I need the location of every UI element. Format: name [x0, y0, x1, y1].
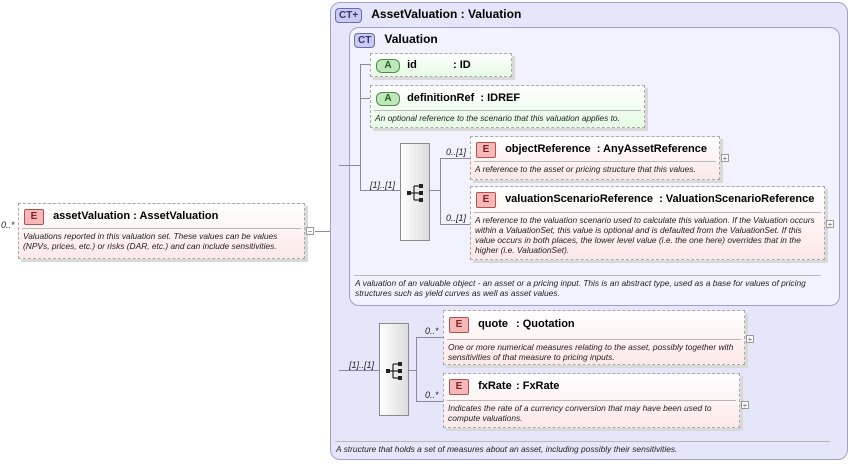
connector [440, 158, 470, 159]
element-cardinality: 0..[1] [446, 213, 467, 223]
element-badge: E [449, 379, 469, 395]
element-cardinality: 0..* [425, 390, 439, 400]
divider [22, 228, 301, 229]
complex-type-doc: A structure that holds a set of measures… [336, 444, 678, 454]
divider [474, 212, 821, 213]
element-objectReference[interactable]: E objectReference : AnyAssetReference A … [470, 136, 720, 180]
connector [360, 190, 400, 191]
complex-type-badge: CT [354, 33, 376, 48]
connector [409, 370, 416, 371]
connector [315, 231, 339, 232]
connector [440, 158, 441, 224]
element-type: : ValuationScenarioReference [659, 193, 815, 205]
element-doc: Valuations reported in this valuation se… [23, 231, 278, 251]
element-badge: E [449, 317, 469, 333]
connector [416, 401, 443, 402]
connector [339, 165, 360, 166]
sequence-compositor[interactable] [400, 143, 430, 241]
connector [416, 337, 443, 338]
complex-type-doc: A valuation of an valuable object - an a… [355, 278, 806, 298]
attribute-doc: An optional reference to the scenario th… [375, 113, 620, 123]
complex-type-title: Valuation [384, 32, 438, 46]
element-name: valuationScenarioReference [505, 193, 654, 205]
divider [335, 441, 830, 442]
element-doc: A reference to the valuation scenario us… [475, 215, 815, 255]
sequence-cardinality: [1]..[1] [349, 360, 375, 370]
divider [374, 110, 641, 111]
sequence-icon [407, 184, 423, 202]
expand-icon[interactable]: + [721, 154, 729, 163]
attribute-type: : IDREF [480, 92, 521, 104]
divider [447, 339, 741, 340]
expand-icon[interactable]: + [741, 401, 749, 410]
connector [416, 337, 417, 401]
expand-icon[interactable]: + [746, 335, 754, 344]
element-type: : FxRate [516, 380, 560, 392]
divider [354, 275, 821, 276]
element-doc: Indicates the rate of a currency convers… [448, 403, 712, 423]
attribute-name: id [407, 59, 417, 71]
divider [474, 161, 716, 162]
element-type: : AnyAssetReference [596, 143, 707, 155]
attribute-definitionRef[interactable]: A definitionRef : IDREF An optional refe… [370, 85, 645, 128]
element-type: : Quotation [516, 318, 575, 330]
connector [339, 370, 379, 371]
divider [447, 400, 736, 401]
connector [440, 224, 470, 225]
collapse-toggle-icon[interactable]: − [306, 227, 314, 236]
element-name: quote [478, 318, 509, 330]
element-name: fxRate [478, 380, 512, 392]
expand-icon[interactable]: + [826, 220, 834, 229]
connector [360, 64, 372, 65]
element-cardinality: 0..* [425, 326, 439, 336]
element-cardinality: 0..[1] [446, 147, 467, 157]
root-cardinality: 0..* [1, 220, 15, 230]
connector [360, 98, 372, 99]
element-name: assetValuation : AssetValuation [53, 210, 219, 222]
sequence-icon [386, 362, 402, 380]
attribute-type: : ID [453, 59, 471, 71]
element-badge: E [476, 192, 496, 208]
connector [360, 64, 361, 190]
attribute-badge: A [376, 92, 400, 106]
element-valuationScenarioReference[interactable]: E valuationScenarioReference : Valuation… [470, 186, 825, 260]
attribute-id[interactable]: A id : ID [370, 53, 512, 77]
element-doc: One or more numerical measures relating … [448, 342, 734, 362]
element-name: objectReference [505, 143, 591, 155]
element-doc: A reference to the asset or pricing stru… [475, 164, 696, 174]
sequence-cardinality: [1]..[1] [370, 180, 396, 190]
sequence-compositor[interactable] [379, 323, 409, 416]
root-element-assetValuation[interactable]: E assetValuation : AssetValuation Valuat… [18, 203, 305, 259]
element-fxRate[interactable]: E fxRate : FxRate Indicates the rate of … [443, 373, 740, 428]
connector [430, 190, 440, 191]
complex-type-title: AssetValuation : Valuation [371, 7, 522, 21]
element-badge: E [476, 142, 496, 158]
element-quote[interactable]: E quote : Quotation One or more numerica… [443, 310, 745, 365]
element-badge: E [24, 209, 44, 225]
attribute-badge: A [376, 59, 400, 73]
complex-type-badge: CT+ [335, 8, 363, 23]
attribute-name: definitionRef [407, 92, 475, 104]
